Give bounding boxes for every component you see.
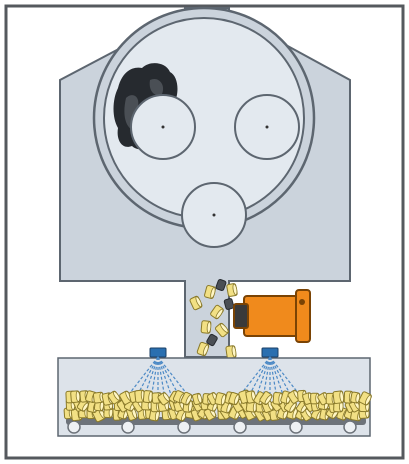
material-piece xyxy=(226,345,237,358)
material-piece xyxy=(71,391,81,403)
belt-roller xyxy=(122,421,134,433)
belt-roller xyxy=(344,421,356,433)
water-spray-nozzle-icon-right xyxy=(262,348,278,357)
belt-roller xyxy=(68,421,80,433)
belt-roller xyxy=(234,421,246,433)
inspection-camera-icon xyxy=(234,290,310,342)
material-piece xyxy=(333,391,344,404)
material-pile-on-belt xyxy=(64,389,372,422)
water-spray-nozzle-icon-left xyxy=(150,348,166,357)
belt-roller xyxy=(290,421,302,433)
material-piece xyxy=(227,283,238,296)
belt-roller xyxy=(178,421,190,433)
material-piece xyxy=(143,390,153,402)
material-piece xyxy=(201,321,211,334)
